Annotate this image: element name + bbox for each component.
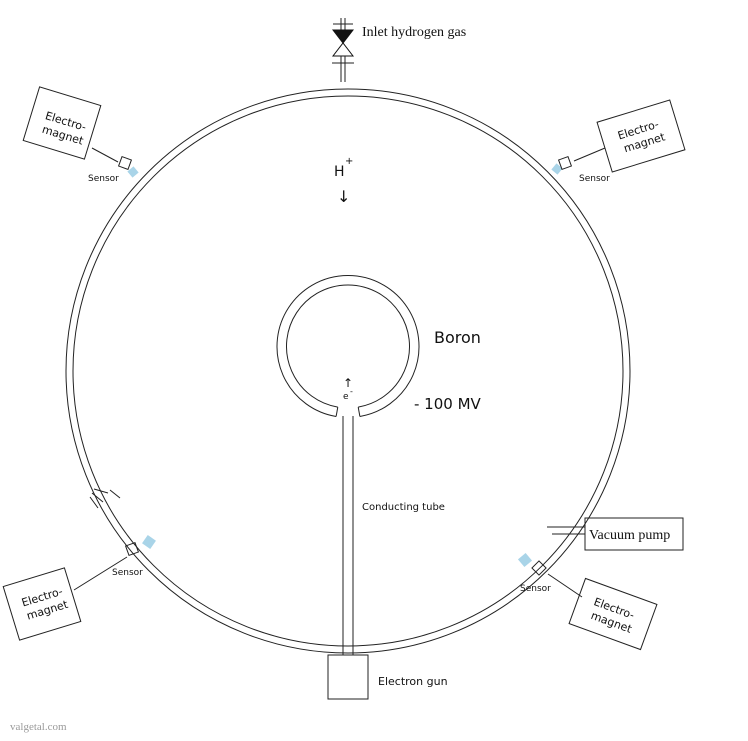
electron-gun-label: Electron gun: [378, 675, 448, 688]
voltage-label: - 100 MV: [414, 395, 482, 413]
boron-ring: [276, 275, 420, 417]
sensor-label-top-right: Sensor: [579, 174, 610, 184]
down-arrow-icon: ↓: [337, 187, 350, 206]
up-arrow-icon: ↑: [343, 376, 353, 390]
electromagnet-bottom-right: [531, 560, 658, 651]
h-plus-label: H: [334, 164, 345, 180]
inlet-label: Inlet hydrogen gas: [362, 25, 466, 40]
sensor-label-bottom-left: Sensor: [112, 568, 143, 578]
electromagnet-bottom-left: [2, 541, 140, 641]
watermark: valgetal.com: [10, 721, 67, 733]
vacuum-pump-connection: [547, 526, 585, 535]
outer-ring-inner-wall: [72, 95, 624, 647]
h-plus-charge: +: [345, 156, 353, 167]
sensor-patch-bottom-right: [517, 552, 533, 568]
valve-icon: [331, 18, 355, 82]
sensor-label-top-left: Sensor: [88, 174, 119, 184]
ground-icon: [89, 488, 121, 509]
e-minus-label: e: [343, 392, 349, 402]
e-minus-charge: -: [350, 387, 353, 396]
conducting-tube: [342, 416, 354, 655]
boron-label: Boron: [434, 328, 481, 347]
sensor-patch-top-left: [127, 166, 139, 178]
electron-gun-box: [327, 654, 369, 700]
electromagnet-top-right: [557, 99, 686, 173]
vacuum-pump-box: [584, 517, 684, 551]
sensor-label-bottom-right: Sensor: [520, 584, 551, 594]
electromagnet-top-left: [22, 86, 133, 171]
sensor-patch-top-right: [551, 163, 563, 175]
outer-ring-outer-wall: [65, 88, 631, 654]
vacuum-pump-label: Vacuum pump: [589, 528, 670, 543]
conducting-tube-label: Conducting tube: [362, 502, 445, 513]
sensor-patch-bottom-left: [142, 535, 156, 549]
